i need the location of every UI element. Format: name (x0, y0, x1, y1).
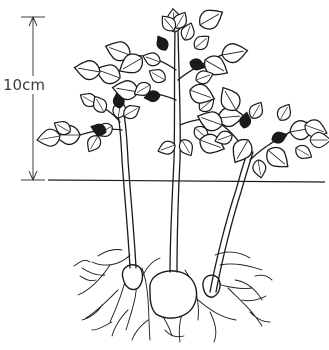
height-dimension (21, 17, 45, 180)
seed-potatoes (122, 265, 220, 318)
height-label: 10cm (2, 76, 46, 94)
ground-line (48, 180, 325, 182)
leaves (35, 4, 329, 179)
